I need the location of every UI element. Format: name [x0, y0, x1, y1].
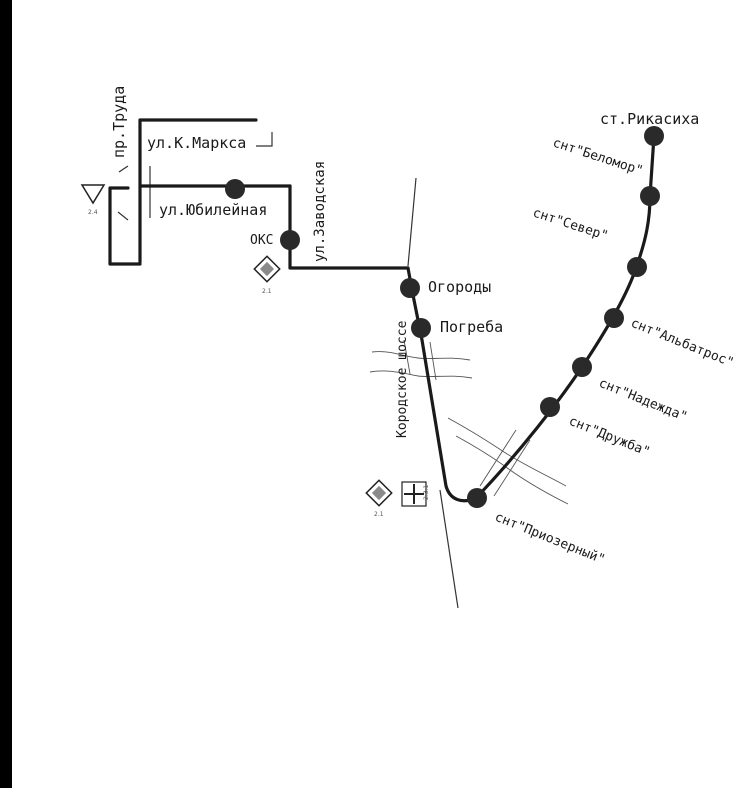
label-k-marksa: ул.К.Маркса — [147, 134, 246, 152]
stop-druzhba[interactable] — [540, 397, 560, 417]
label-oks: ОКС — [250, 233, 273, 248]
label-sever: снт"Север" — [531, 206, 610, 244]
sign-main-road-2: 2.1 — [365, 479, 393, 518]
label-albatros: снт"Альбатрос" — [629, 316, 734, 371]
route-loop-back — [108, 186, 142, 266]
yield-triangle-icon — [80, 184, 106, 205]
label-zavodskaya: ул.Заводская — [312, 161, 328, 262]
route-to-rikasikha — [474, 134, 656, 500]
label-rikasikha: ст.Рикасиха — [600, 110, 699, 128]
route-loop-truda — [138, 118, 292, 264]
label-pr-truda: пр.Труда — [110, 86, 128, 158]
thin-roads — [117, 132, 459, 609]
label-priozerny: снт"Приозерный" — [493, 510, 607, 568]
left-border — [0, 0, 12, 788]
stop-priozerny[interactable] — [467, 488, 487, 508]
road-north-thin — [407, 177, 417, 267]
sign-main-road-code-2: 2.1 — [374, 511, 384, 518]
sign-crossroad: 2.3.1 — [401, 481, 430, 507]
label-nadezhda: снт"Надежда" — [597, 376, 690, 425]
route-korodskoe — [406, 266, 478, 503]
label-druzhba: снт"Дружба" — [567, 414, 652, 460]
bus-route — [108, 118, 656, 503]
stops — [225, 126, 664, 508]
sign-main-road-1: 2.1 — [253, 255, 281, 295]
streams — [369, 339, 569, 505]
sign-crossroad-code: 2.3.1 — [423, 485, 430, 500]
sign-main-road-code-1: 2.1 — [262, 288, 272, 295]
stop-ogorody[interactable] — [400, 278, 420, 298]
stop-belomor[interactable] — [640, 186, 660, 206]
route-zavodskaya — [288, 184, 410, 270]
stop-nadezhda[interactable] — [572, 357, 592, 377]
label-korodskoe: Кородское шоссе — [395, 320, 410, 438]
road-k-marksa-end — [256, 132, 273, 147]
road-korodskoe-south — [439, 489, 459, 609]
label-belomor: снт"Беломор" — [551, 136, 645, 179]
stop-yubileynaya[interactable] — [225, 179, 245, 199]
label-ogorody: Огороды — [428, 278, 491, 296]
stop-rikasikha[interactable] — [644, 126, 664, 146]
stop-pogreba[interactable] — [411, 318, 431, 338]
sign-yield: 2.4 — [80, 184, 106, 216]
stop-albatros[interactable] — [604, 308, 624, 328]
stop-sever[interactable] — [627, 257, 647, 277]
stop-oks[interactable] — [280, 230, 300, 250]
label-pogreba: Погреба — [440, 318, 503, 336]
sign-yield-code: 2.4 — [88, 209, 98, 216]
label-yubileynaya: ул.Юбилейная — [159, 201, 267, 219]
